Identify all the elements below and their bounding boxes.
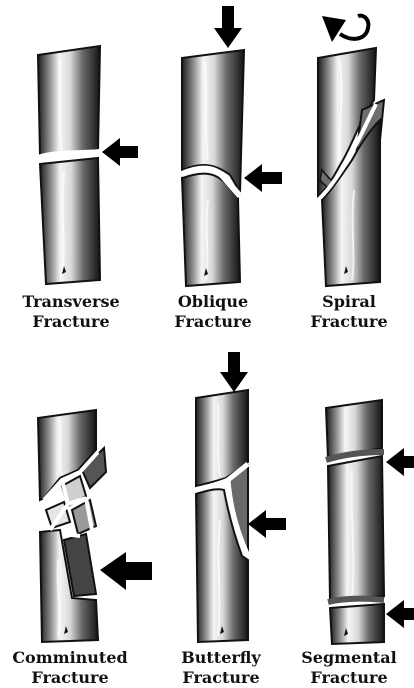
caption-spiral-line2: Fracture	[286, 312, 412, 332]
caption-segmental: Segmental Fracture	[286, 648, 412, 688]
caption-segmental-line2: Fracture	[286, 668, 412, 688]
comminuted-arrow	[100, 552, 152, 590]
segmental-middle-segment	[328, 456, 384, 600]
caption-transverse-line2: Fracture	[8, 312, 134, 332]
panel-butterfly	[196, 352, 286, 642]
caption-oblique: Oblique Fracture	[150, 292, 276, 332]
transverse-arrow	[102, 138, 138, 166]
butterfly-top-arrow	[220, 352, 248, 392]
spiral-rotation-arrow	[322, 16, 368, 42]
caption-butterfly: Butterfly Fracture	[158, 648, 284, 688]
transverse-lower-bone	[40, 158, 100, 284]
caption-spiral-line1: Spiral	[286, 292, 412, 312]
caption-comminuted-line1: Comminuted	[2, 648, 138, 668]
caption-oblique-line1: Oblique	[150, 292, 276, 312]
caption-comminuted: Comminuted Fracture	[2, 648, 138, 688]
transverse-upper-bone	[38, 46, 100, 156]
caption-transverse-line1: Transverse	[8, 292, 134, 312]
butterfly-side-arrow	[248, 510, 286, 538]
segmental-fracture-line-lower	[328, 599, 384, 602]
segmental-arrow-lower	[386, 600, 414, 628]
caption-spiral: Spiral Fracture	[286, 292, 412, 332]
oblique-top-arrow	[214, 6, 242, 48]
caption-segmental-line1: Segmental	[286, 648, 412, 668]
segmental-lower-bone	[330, 604, 384, 644]
panel-transverse	[38, 46, 138, 284]
segmental-arrow-upper	[386, 448, 414, 476]
panel-spiral	[318, 16, 384, 286]
panel-comminuted	[38, 410, 152, 642]
panel-oblique	[182, 6, 282, 286]
caption-butterfly-line2: Fracture	[158, 668, 284, 688]
caption-comminuted-line2: Fracture	[2, 668, 138, 688]
caption-transverse: Transverse Fracture	[8, 292, 134, 332]
caption-butterfly-line1: Butterfly	[158, 648, 284, 668]
oblique-side-arrow	[244, 164, 282, 192]
panel-segmental	[326, 400, 414, 644]
caption-oblique-line2: Fracture	[150, 312, 276, 332]
transverse-fracture-line	[38, 152, 100, 158]
